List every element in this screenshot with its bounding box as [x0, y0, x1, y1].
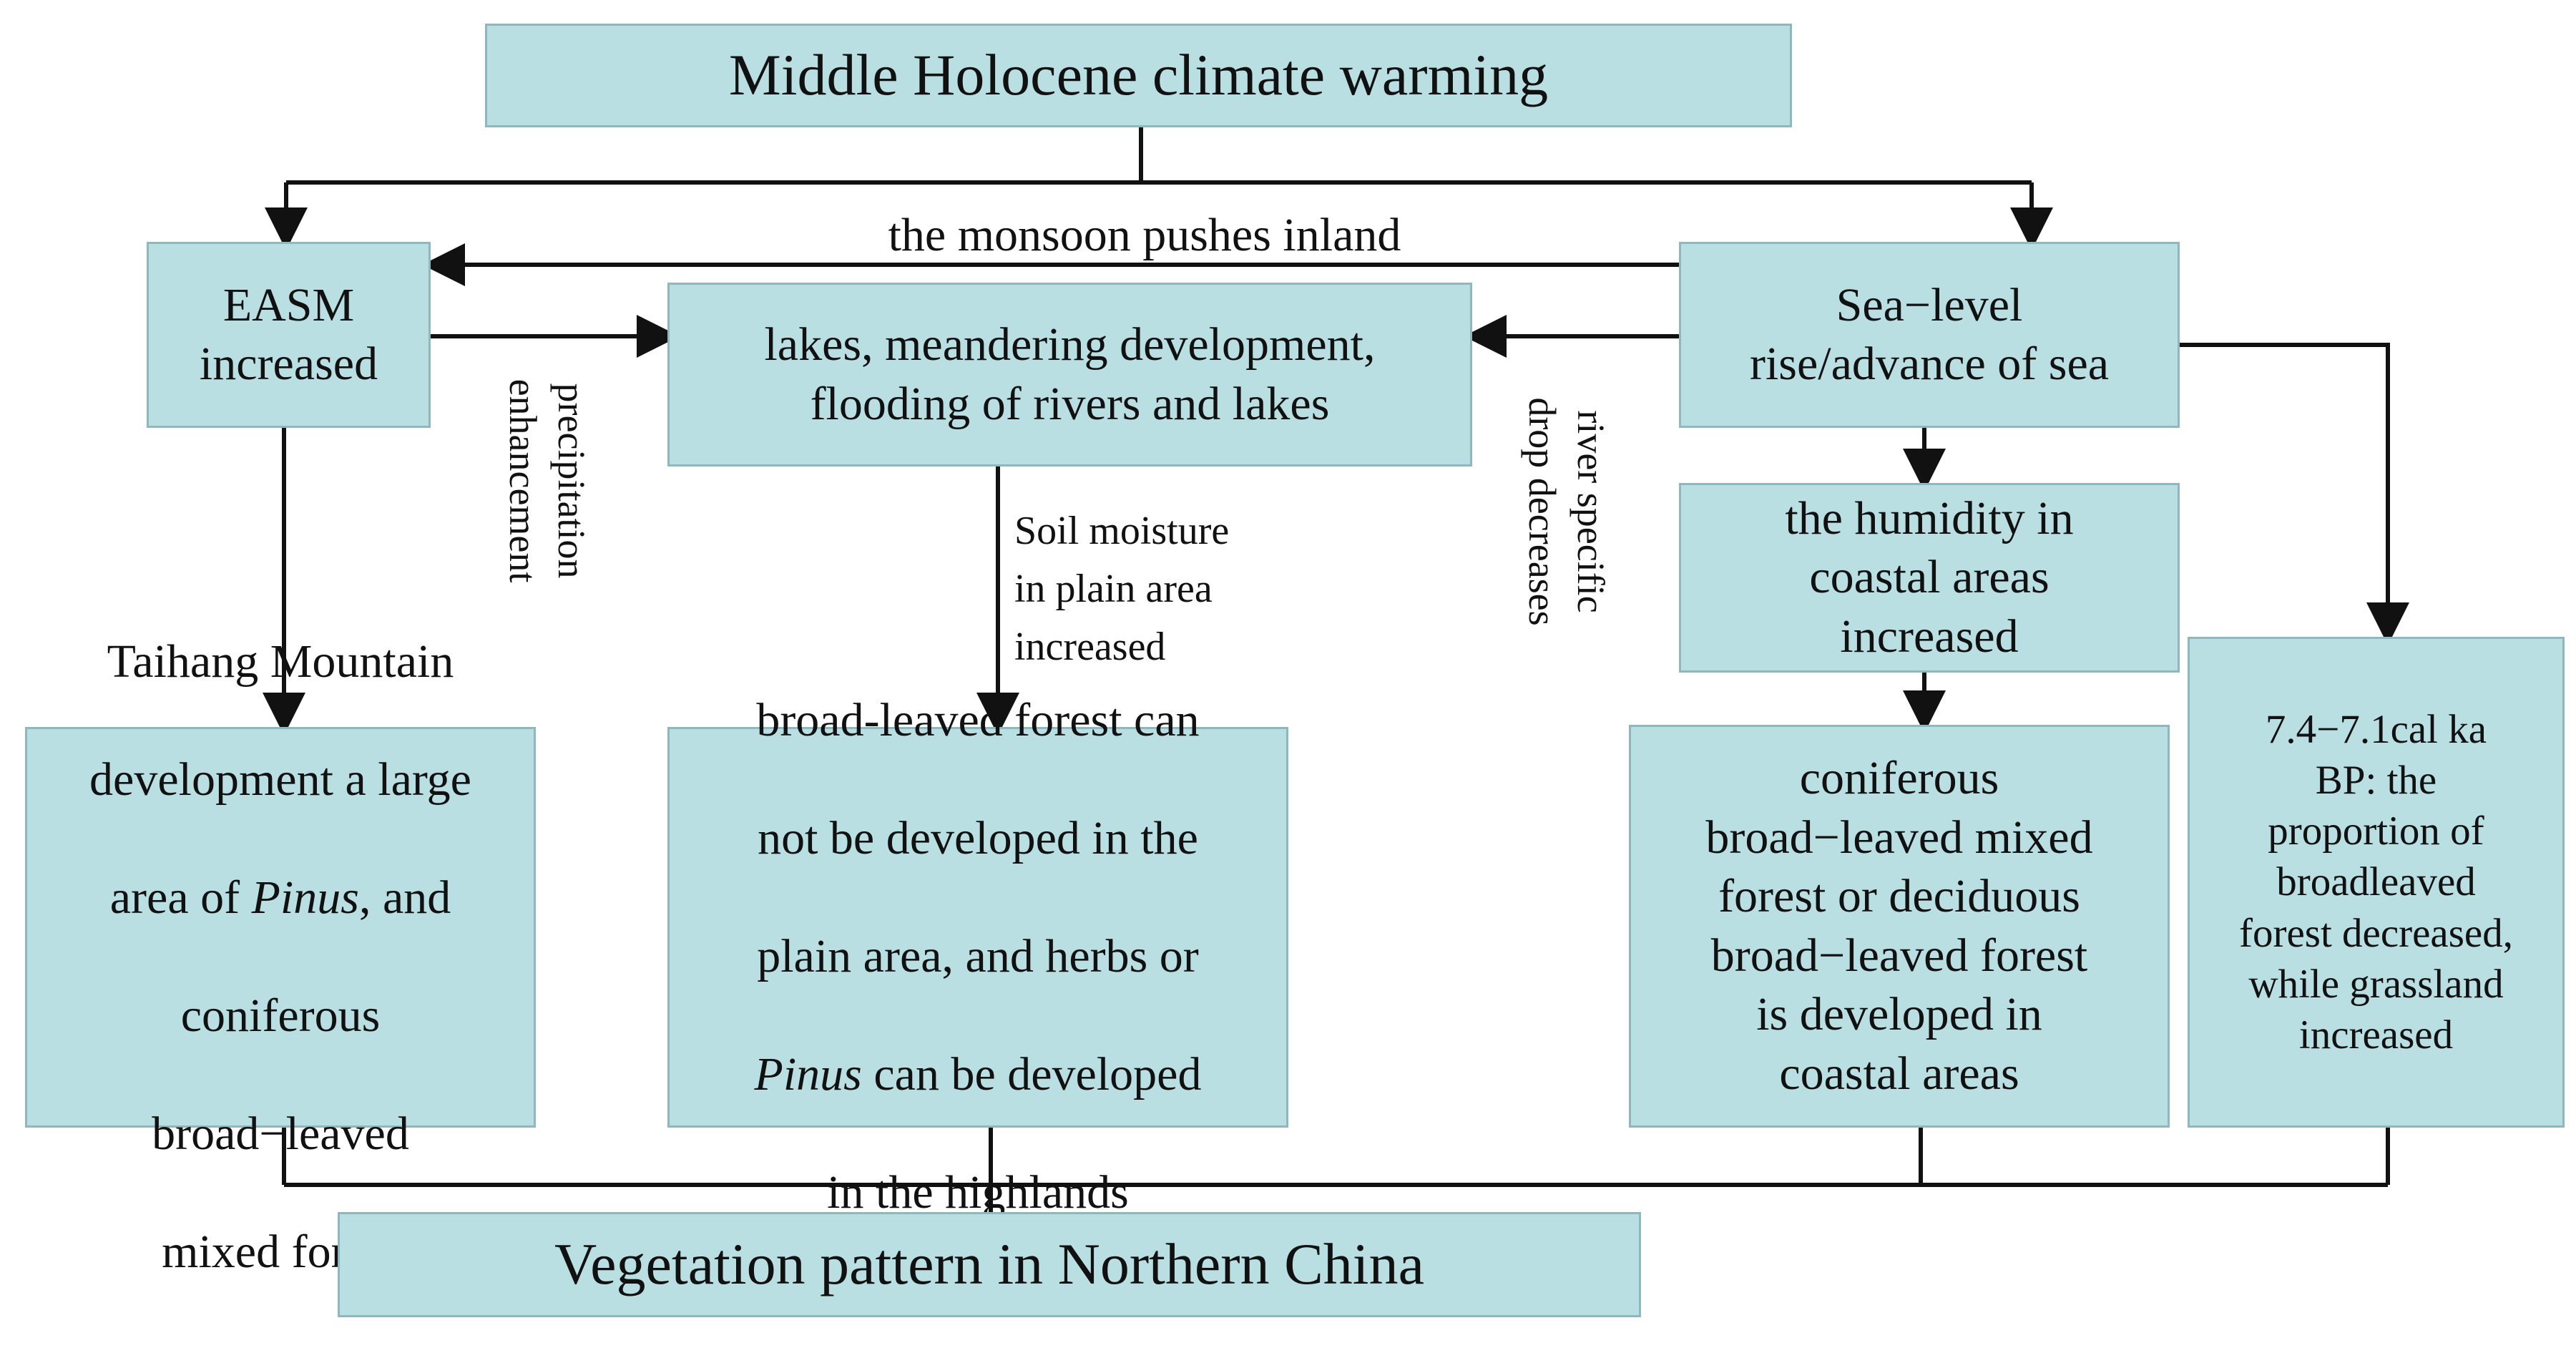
node-middle-holocene-climate-warming-text: Middle Holocene climate warming: [728, 42, 1549, 108]
node-easm-increased: EASM increased: [147, 242, 431, 428]
node-sea-level-rise: Sea−level rise/advance of sea: [1679, 242, 2180, 428]
node-humidity-coastal: the humidity in coastal areas increased: [1679, 483, 2180, 673]
node-taihang-mountain-line-3-prefix: area of: [109, 871, 252, 924]
node-taihang-mountain-line-3-suffix: , and: [358, 871, 451, 924]
node-humidity-coastal-text: the humidity in coastal areas increased: [1785, 492, 2074, 663]
vegetation-collector-connector: [282, 1128, 2390, 1212]
node-plain-area-forest-line-5: in the highlands: [827, 1166, 1129, 1218]
node-plain-area-forest-text: broad-leaved forest can not be developed…: [755, 633, 1202, 1223]
sea-to-proportion-arrow: [2175, 343, 2409, 645]
node-taihang-mountain-line-1: Taihang Mountain: [107, 635, 454, 688]
label-precipitation-enhancement: precipitation enhancement: [501, 378, 594, 583]
climate-branch-connector: [265, 127, 2053, 250]
label-monsoon-pushes-inland: the monsoon pushes inland: [888, 209, 1401, 261]
node-broadleaved-proportion-text: 7.4−7.1cal ka BP: the proportion of broa…: [2239, 706, 2513, 1058]
node-plain-area-forest: broad-leaved forest can not be developed…: [667, 694, 1288, 1218]
node-coastal-forest: coniferous broad−leaved mixed forest or …: [1629, 725, 2170, 1128]
node-vegetation-pattern-text: Vegetation pattern in Northern China: [554, 1231, 1424, 1297]
label-soil-moisture-increased: Soil moisture in plain area increased: [1014, 509, 1230, 670]
node-taihang-mountain: Taihang Mountain development a large are…: [25, 635, 536, 1278]
label-river-specific-drop-decreases: river specific drop decreases: [1521, 397, 1613, 626]
node-plain-area-forest-line-4-suffix: can be developed: [861, 1048, 1202, 1100]
node-taihang-mountain-text: Taihang Mountain development a large are…: [89, 573, 471, 1281]
node-broadleaved-proportion: 7.4−7.1cal ka BP: the proportion of broa…: [2188, 637, 2565, 1128]
node-coastal-forest-text: coniferous broad−leaved mixed forest or …: [1705, 752, 2093, 1100]
node-plain-area-forest-line-1: broad-leaved forest can: [756, 694, 1200, 746]
node-easm-increased-text: EASM increased: [199, 278, 378, 391]
node-taihang-mountain-line-5: broad−leaved: [152, 1107, 409, 1160]
node-plain-area-forest-line-2: not be developed in the: [758, 812, 1198, 864]
node-taihang-mountain-line-3-pinus: Pinus: [251, 871, 359, 924]
node-plain-area-forest-line-3: plain area, and herbs or: [757, 930, 1199, 982]
node-plain-area-forest-line-4-pinus: Pinus: [754, 1048, 862, 1100]
node-middle-holocene-climate-warming: Middle Holocene climate warming: [485, 24, 1792, 127]
node-taihang-mountain-line-2: development a large: [89, 753, 471, 806]
node-lakes-meandering-text: lakes, meandering development, flooding …: [764, 318, 1376, 430]
node-lakes-meandering: lakes, meandering development, flooding …: [667, 283, 1472, 467]
node-sea-level-rise-text: Sea−level rise/advance of sea: [1749, 278, 2110, 391]
node-taihang-mountain-line-4: coniferous: [180, 989, 381, 1042]
node-vegetation-pattern: Vegetation pattern in Northern China: [338, 1212, 1641, 1317]
